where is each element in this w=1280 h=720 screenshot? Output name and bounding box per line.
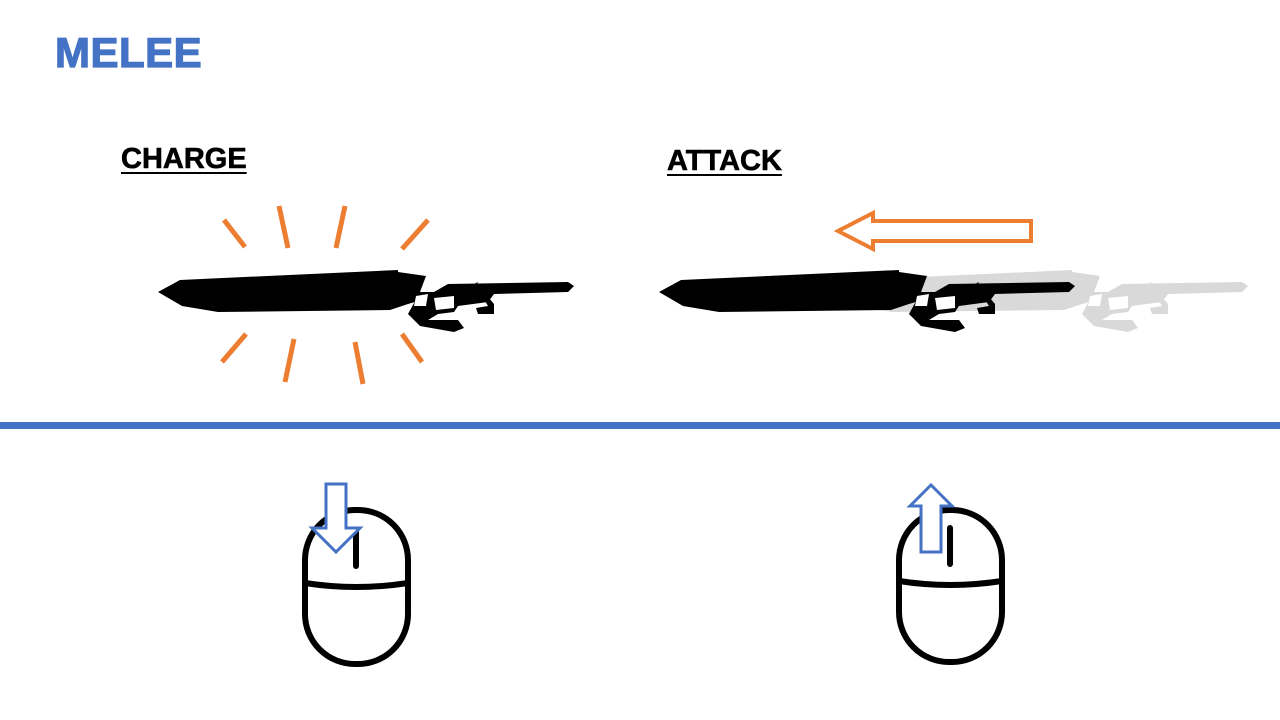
- attack-label: ATTACK: [667, 145, 783, 177]
- up-arrow-icon: [906, 482, 956, 554]
- mouse-icon: [896, 507, 1005, 665]
- section-divider: [0, 422, 1280, 429]
- mouse-icon: [302, 507, 411, 667]
- page-title: MELEE: [54, 29, 203, 76]
- down-arrow-icon: [308, 482, 364, 555]
- charge-label: CHARGE: [121, 143, 247, 175]
